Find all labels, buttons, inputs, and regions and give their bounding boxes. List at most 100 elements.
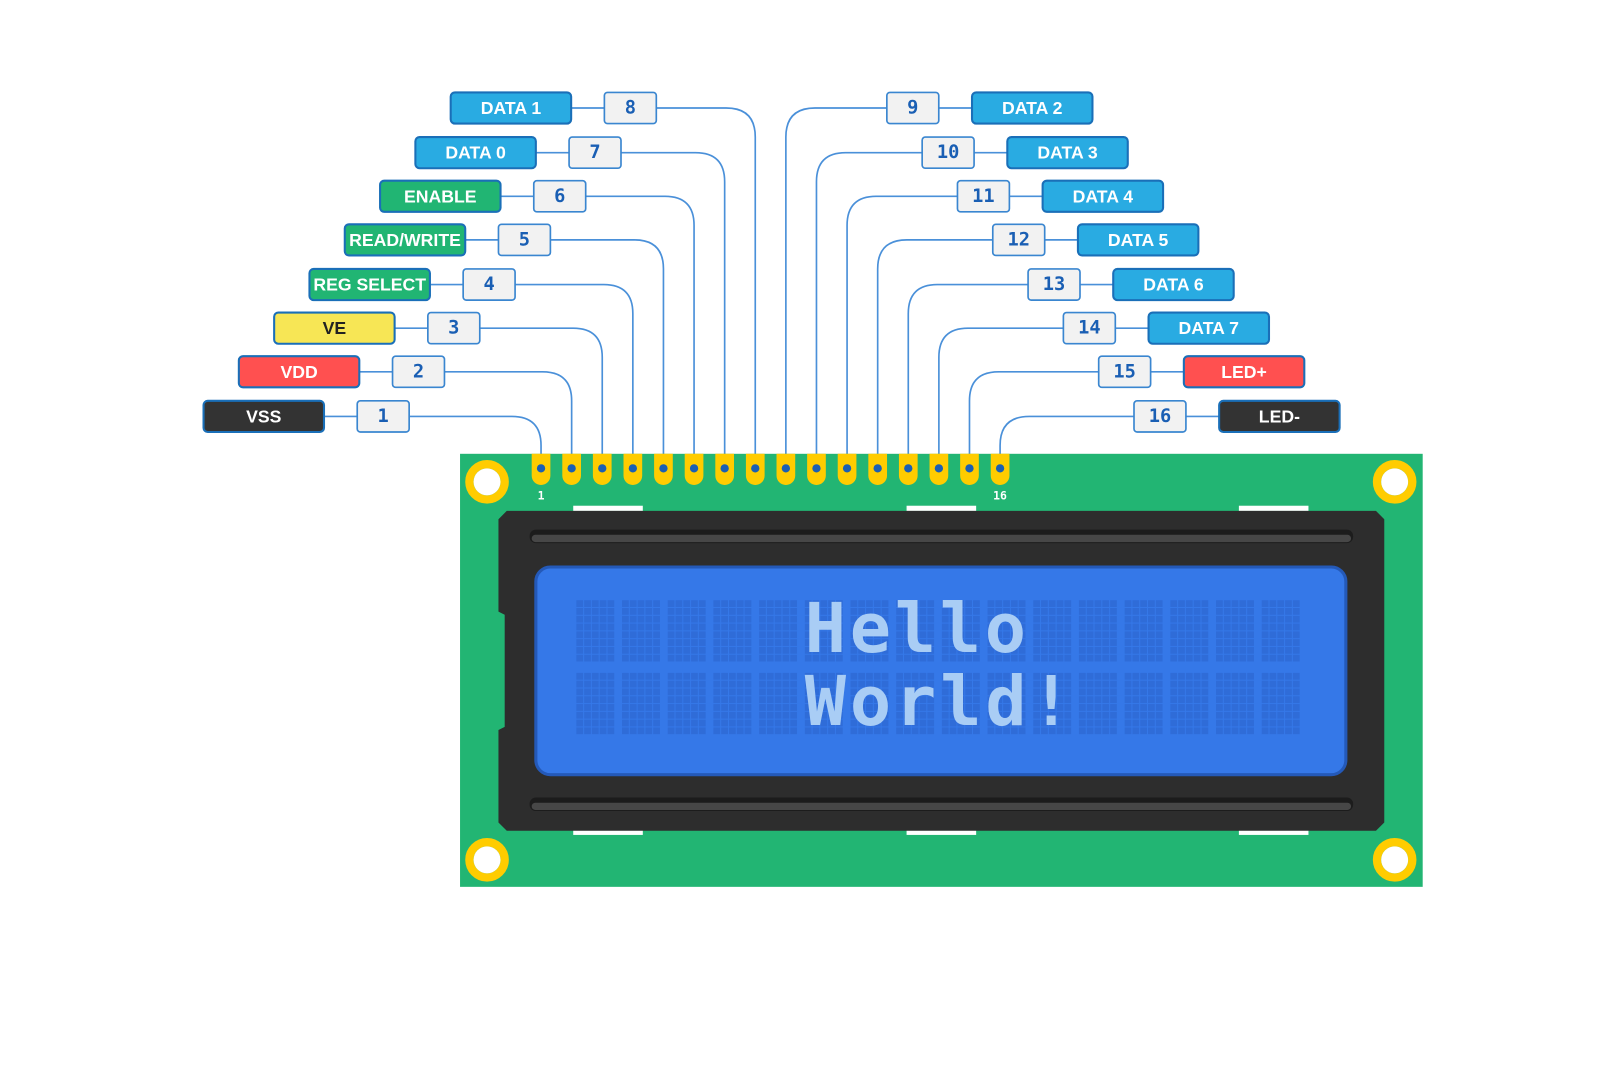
pin-number: 4 xyxy=(483,274,494,295)
mounting-holes xyxy=(465,460,1417,882)
wires xyxy=(324,107,1220,462)
lcd-character-cell xyxy=(1216,672,1254,735)
pin-number-box xyxy=(568,136,622,170)
pin-label: VSS xyxy=(246,406,282,426)
pin-number: 11 xyxy=(972,186,995,207)
pin-label-box xyxy=(1218,399,1341,434)
pin-number: 2 xyxy=(413,361,424,382)
pin-wire xyxy=(359,370,573,462)
lcd-character-cell xyxy=(1170,600,1209,662)
pin-label-box xyxy=(1006,136,1129,170)
pin-label-box xyxy=(449,91,573,125)
pin-number: 13 xyxy=(1043,274,1066,295)
pin-label: ENABLE xyxy=(404,186,477,206)
pin-16-callout: LED-16 xyxy=(1133,399,1341,434)
lcd-character-cell xyxy=(1078,672,1117,735)
pin-label: DATA 0 xyxy=(445,143,506,163)
display-line-1: Hello xyxy=(805,589,1026,669)
lcd-character-cell xyxy=(1124,600,1163,662)
mounting-hole xyxy=(465,460,509,504)
pin-12-callout: DATA 512 xyxy=(991,223,1200,257)
pin-hole xyxy=(995,464,1005,473)
pin-label-box xyxy=(970,91,1094,125)
pin-number-box xyxy=(427,311,481,345)
pin-wire xyxy=(876,239,1078,462)
pin-wire xyxy=(815,151,1008,462)
pin-label: DATA 1 xyxy=(481,98,542,118)
pin-label-box xyxy=(414,136,537,170)
lcd-character-cell xyxy=(667,600,706,662)
pin-hole xyxy=(628,464,638,473)
lcd-character-cell xyxy=(622,672,660,735)
pin-wire xyxy=(571,107,757,462)
pin-number: 12 xyxy=(1007,229,1030,250)
pin-wire xyxy=(394,327,604,462)
pin-number-box xyxy=(532,179,587,213)
pin-hole xyxy=(751,464,760,473)
lcd-character-cell xyxy=(850,672,889,735)
pin-label-box xyxy=(202,399,326,434)
mounting-hole xyxy=(1372,838,1417,882)
pin-hole xyxy=(965,464,974,473)
pin-number-box xyxy=(1027,268,1081,301)
pin-number-box xyxy=(1062,311,1117,345)
pin-number: 6 xyxy=(554,186,565,207)
pin-label: READ/WRITE xyxy=(349,230,461,250)
pin-marker-first: 1 xyxy=(538,488,545,502)
pin-hole xyxy=(873,464,882,473)
pin-label: LED+ xyxy=(1221,362,1267,382)
pin-number: 9 xyxy=(907,98,918,119)
pin-number: 3 xyxy=(448,318,459,339)
pin-hole xyxy=(536,464,546,473)
pin-number-box xyxy=(1133,400,1187,433)
pin-number-box xyxy=(1097,355,1152,389)
pin-hole xyxy=(812,464,821,473)
lcd-character-cell xyxy=(896,672,935,735)
lcd-character-cell xyxy=(667,672,706,735)
pin-wire xyxy=(465,239,665,462)
lcd-character-cell xyxy=(987,672,1026,735)
lcd-character-cell xyxy=(1078,600,1117,662)
pin-label: DATA 6 xyxy=(1143,275,1204,295)
pin-wire xyxy=(999,415,1220,462)
pin-label-box xyxy=(1041,179,1165,213)
pin-label-box xyxy=(1182,355,1306,389)
pin-label-box xyxy=(273,311,396,345)
pin-5-callout: READ/WRITE 5 xyxy=(343,223,552,257)
pin-number-box xyxy=(462,268,516,301)
lcd-character-cell xyxy=(1124,672,1163,735)
pin-number: 5 xyxy=(519,229,530,250)
lcd-character-cell xyxy=(1170,672,1209,735)
mounting-hole xyxy=(465,838,509,882)
pin-wire xyxy=(785,107,973,462)
pin-number-box xyxy=(603,91,658,125)
pin-15-callout: LED+ 15 xyxy=(1097,355,1306,389)
pin-wire xyxy=(324,415,542,462)
pin-wire xyxy=(535,151,726,462)
lcd-character-cell xyxy=(850,600,889,662)
pin-3-callout: VE 3 xyxy=(273,311,481,345)
pin-wire xyxy=(500,195,695,462)
pin-label: VE xyxy=(323,318,347,338)
pin-label: LED- xyxy=(1259,406,1300,426)
lcd-character-cell xyxy=(759,600,798,662)
pin-number: 15 xyxy=(1113,361,1136,382)
pin-label: DATA 7 xyxy=(1179,318,1240,338)
lcd-character-cell xyxy=(1033,600,1072,662)
pin-10-callout: DATA 310 xyxy=(921,136,1129,170)
pin-label-box xyxy=(379,179,502,213)
pin-number: 1 xyxy=(378,406,389,427)
pin-hole xyxy=(659,464,668,473)
pin-header xyxy=(531,453,1010,485)
lcd-character-cell xyxy=(1261,672,1300,735)
pin-hole xyxy=(720,464,729,473)
pin-label-box xyxy=(1112,267,1235,302)
pin-number: 14 xyxy=(1078,318,1101,339)
lcd-character-cell xyxy=(987,600,1026,662)
pin-hole xyxy=(781,464,791,473)
lcd-character-cell xyxy=(941,672,980,735)
pin-wire xyxy=(429,283,634,462)
pin-marker-last: 16 xyxy=(993,488,1007,502)
